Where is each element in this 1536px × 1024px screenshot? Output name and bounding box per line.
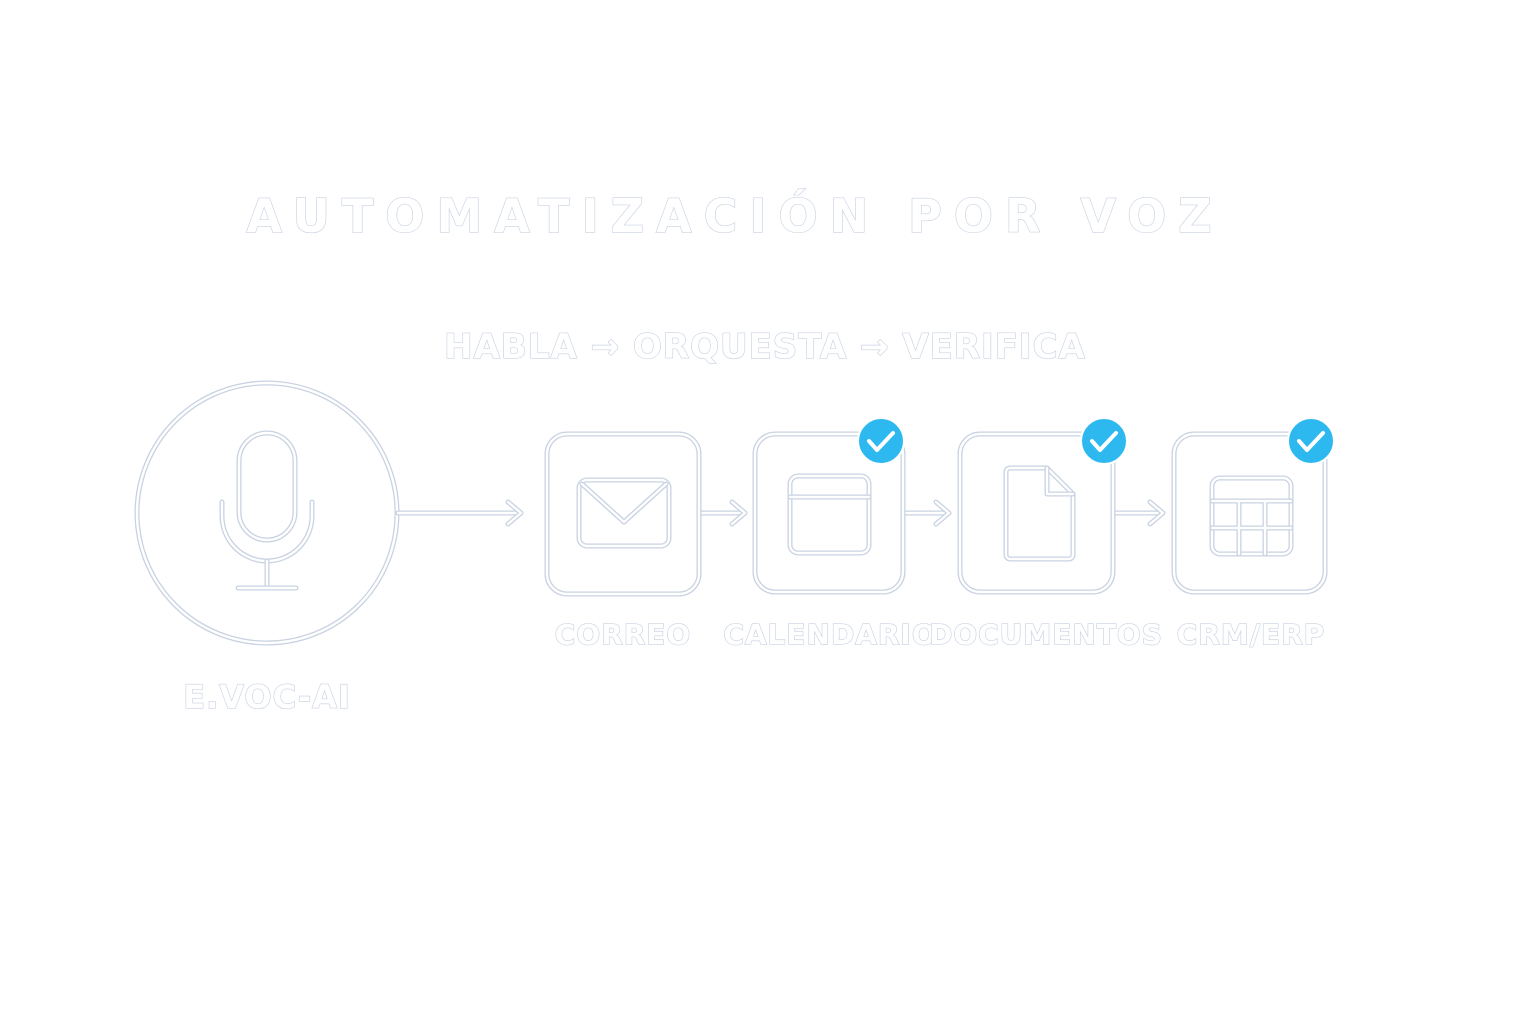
step-crm-erp <box>1171 417 1335 595</box>
step-correo <box>544 431 702 597</box>
step-documentos <box>957 417 1128 595</box>
voice-agent-node <box>134 380 400 646</box>
check-badge-icon <box>1080 417 1128 465</box>
calendar-icon <box>787 473 872 556</box>
check-badge-icon <box>1287 417 1335 465</box>
flow-caption: HABLA → ORQUESTA → VERIFICA <box>444 327 1086 367</box>
step-calendario <box>752 417 906 595</box>
connector-correo-to-calendario <box>696 499 748 527</box>
diagram-title: AUTOMATIZACIÓN POR VOZ <box>246 189 1223 243</box>
connector-calendario-to-documentos <box>900 460 952 527</box>
step-label-documentos: DOCUMENTOS <box>929 618 1163 651</box>
connector-mic-to-correo <box>395 499 524 527</box>
document-icon <box>1003 465 1076 562</box>
step-label-correo: CORREO <box>555 618 691 651</box>
table-icon <box>1209 475 1294 557</box>
voice-agent-label: E.VOC-AI <box>183 678 351 716</box>
step-label-crm-erp: CRM/ERP <box>1177 618 1325 651</box>
step-label-calendario: CALENDARIO <box>723 618 936 651</box>
envelope-icon <box>576 477 672 549</box>
connector-documentos-to-crm <box>1110 463 1166 527</box>
check-badge-icon <box>857 417 905 465</box>
microphone-icon <box>219 430 315 591</box>
